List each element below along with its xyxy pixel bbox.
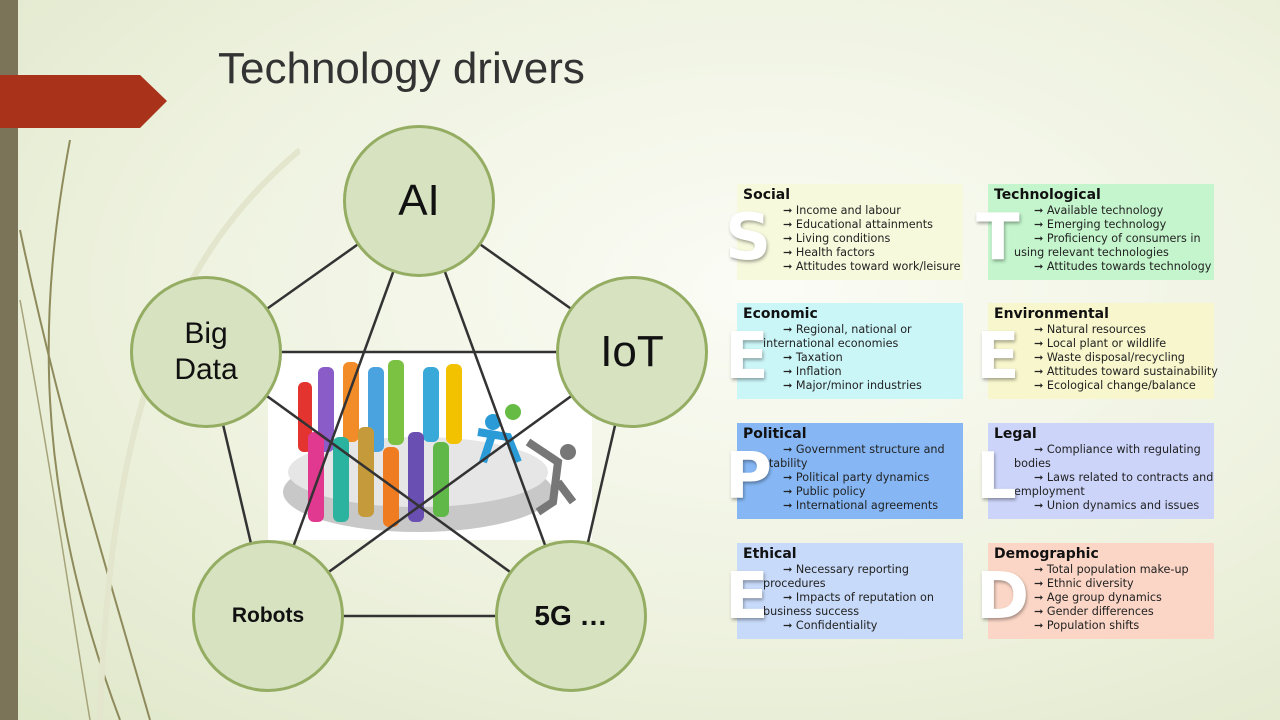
pestle-heading: Legal [994,426,1037,442]
pestle-item: procedures [763,577,826,591]
pestle-item: using relevant technologies [1014,246,1169,260]
pestle-letter: L [976,440,1017,514]
pestle-item: ➞ Gender differences [1034,605,1154,619]
pestle-letter: E [725,560,769,634]
pestle-item: ➞ Age group dynamics [1034,591,1162,605]
node-big-data-label-1: Big [184,317,228,350]
pestle-item: ➞ Major/minor industries [783,379,922,393]
pestle-item: ➞ Total population make-up [1034,563,1189,576]
pestle-letter: D [976,560,1030,634]
pestle-heading: Technological [994,187,1101,203]
node-5g-label: 5G … [534,600,608,631]
pestle-item: ➞ Ecological change/balance [1034,379,1196,393]
pestle-item: ➞ Available technology [1034,204,1164,217]
pestle-heading: Political [743,426,807,442]
pestle-letter: E [976,320,1020,394]
pestle-item: ➞ Attitudes toward sustainability [1034,365,1218,379]
pestle-item: ➞ Laws related to contracts and [1034,471,1214,485]
pestle-item: employment [1014,485,1085,499]
pestle-item: ➞ Income and labour [783,204,901,217]
pestle-item: ➞ Public policy [783,485,866,499]
pestle-item: ➞ Local plant or wildlife [1034,337,1167,351]
pestle-item: ➞ Living conditions [783,232,891,246]
slide-title: Technology drivers [218,44,585,93]
node-robots: Robots [192,540,344,692]
pestle-item: ➞ Health factors [783,246,875,260]
node-ai-label: AI [398,176,440,225]
pestle-item: ➞ Natural resources [1034,323,1146,336]
pestle-item: ➞ Population shifts [1034,619,1140,633]
pestle-heading: Demographic [994,546,1099,562]
pestle-item: ➞ Attitudes towards technology [1034,260,1212,274]
pestle-heading: Social [743,187,791,203]
pestle-letter: P [725,440,772,514]
pestle-item: ➞ Compliance with regulating [1034,443,1201,456]
pestle-item: ➞ Political party dynamics [783,471,930,485]
pestle-item: stability [763,457,808,471]
pestle-item: ➞ Ethnic diversity [1034,577,1134,591]
pestle-heading: Environmental [994,306,1109,322]
pestle-item: ➞ Emerging technology [1034,218,1167,232]
pestle-letter: S [725,201,772,275]
pestle-item: international economies [763,337,899,351]
pestle-item: ➞ Inflation [783,365,842,379]
pestle-item: ➞ Taxation [783,351,843,365]
pestle-item: bodies [1014,457,1051,471]
pestle-item: ➞ Impacts of reputation on [783,591,934,605]
pestle-item: ➞ Regional, national or [783,323,912,336]
pestle-item: ➞ Educational attainments [783,218,933,232]
pestle-item: ➞ Confidentiality [783,619,878,633]
node-iot-label: IoT [600,327,664,376]
pestle-item: ➞ Attitudes toward work/leisure [783,260,961,274]
pestle-heading: Ethical [743,546,797,562]
pestle-item: ➞ International agreements [783,499,939,513]
pestle-letter: E [725,320,769,394]
node-big-data-label-2: Data [174,353,238,386]
pestle-letter: T [976,201,1020,275]
pestle-heading: Economic [743,306,818,322]
pestle-item: ➞ Necessary reporting [783,563,909,576]
pestle-item: business success [763,605,860,619]
node-ai: AI [343,125,495,277]
node-5g: 5G … [495,540,647,692]
pestle-item: ➞ Government structure and [783,443,945,456]
sidebar-bar [0,0,18,720]
node-robots-label: Robots [231,604,305,627]
title-arrow-accent [0,75,167,128]
pestle-item: ➞ Union dynamics and issues [1034,499,1200,513]
pestle-item: ➞ Waste disposal/recycling [1034,351,1185,365]
pestle-item: ➞ Proficiency of consumers in [1034,232,1201,246]
node-iot: IoT [556,276,708,428]
people-crowd-image [268,352,592,540]
